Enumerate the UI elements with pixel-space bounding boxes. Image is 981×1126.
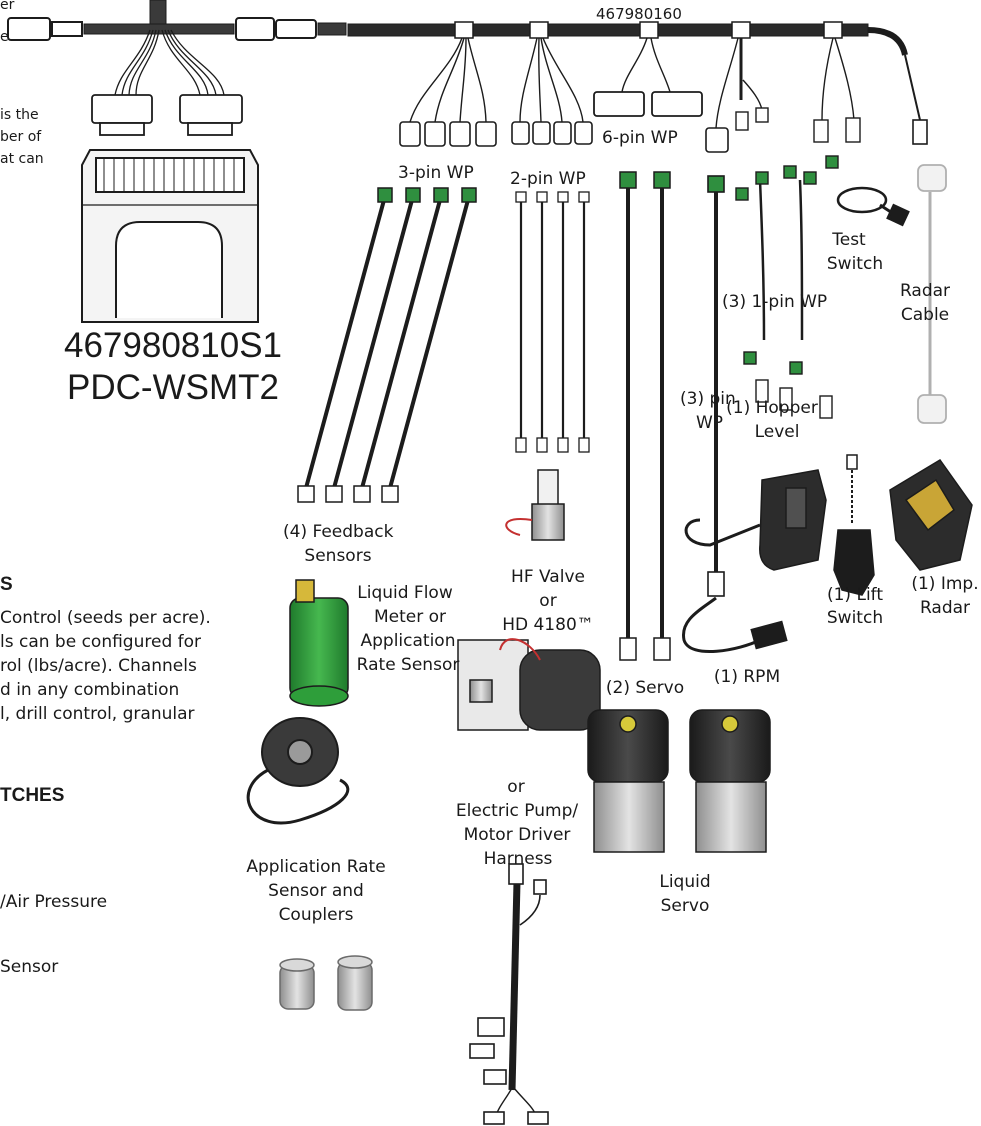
- rpm-sensor: [682, 596, 788, 654]
- six-pin-connectors: [593, 91, 703, 117]
- hopper-level-label-1: (1) Hopper: [726, 398, 818, 418]
- application-rate-sensor: [246, 717, 350, 825]
- flow-meter-label-3: Application: [360, 631, 456, 651]
- left-top-text-4: ber of: [0, 129, 42, 145]
- test-switch-label-2: Switch: [826, 254, 884, 274]
- two-pin-plugs: [515, 191, 590, 453]
- module-name: PDC-WSMT2: [67, 368, 279, 407]
- radar-connector: [904, 54, 928, 145]
- module-part-number: 467980810S1: [64, 326, 282, 365]
- left-paragraph-line-1: Control (seeds per acre).: [0, 608, 211, 628]
- app-rate-label-1: Application Rate: [246, 857, 386, 877]
- one-pin-label: (3) 1-pin WP: [722, 292, 828, 312]
- electric-pump: [457, 638, 601, 731]
- app-rate-label-3: Couplers: [278, 905, 354, 925]
- one-pin-branch: [735, 38, 839, 419]
- lift-switch-label-1: (1) Lift: [826, 585, 884, 605]
- three-pin-branch-wires: [409, 37, 487, 123]
- left-section-heading-1: S: [0, 574, 13, 595]
- six-pin-branch: [621, 37, 671, 93]
- servo-cables: [626, 186, 664, 640]
- left-top-text-2: e: [0, 29, 9, 45]
- six-pin-label: 6-pin WP: [602, 128, 678, 148]
- servo-plugs: [619, 171, 671, 661]
- left-paragraph-line-4: d in any combination: [0, 680, 180, 700]
- liquid-servo-label-2: Servo: [660, 896, 710, 916]
- two-pin-cables: [519, 200, 586, 440]
- two-pin-label: 2-pin WP: [510, 169, 586, 189]
- two-pin-connectors-top: [511, 121, 593, 145]
- test-switch: [836, 186, 910, 227]
- feedback-sensors-label-1: (4) Feedback: [283, 522, 394, 542]
- imp-radar-label-1: (1) Imp.: [911, 574, 979, 594]
- flow-meter-label-1: Liquid Flow: [357, 583, 453, 603]
- left-top-text-1: er: [0, 0, 15, 13]
- motor-driver-harness: [469, 863, 549, 1125]
- main-harness: [7, 0, 908, 56]
- lift-switch: [833, 454, 875, 596]
- hopper-level-label-2: Level: [754, 422, 800, 442]
- feedback-sensors-label-2: Sensors: [304, 546, 372, 566]
- three-pin-b-branch: [705, 37, 739, 597]
- couplers: [279, 955, 373, 1011]
- hf-valve-label-1: HF Valve: [511, 567, 585, 587]
- radar-cable-label-1: Radar: [899, 281, 951, 301]
- imp-radar-label-2: Radar: [919, 598, 971, 618]
- liquid-flow-meter: [289, 579, 349, 707]
- harness-part-number: 467980160: [596, 5, 682, 23]
- rpm-label: (1) RPM: [713, 667, 781, 687]
- left-item-2: Sensor: [0, 957, 59, 977]
- hopper-level-sensor: [684, 469, 827, 571]
- pump-label-3: Motor Driver: [463, 825, 571, 845]
- two-pin-branch-wires: [519, 37, 584, 123]
- feedback-sensor-cables: [304, 199, 470, 489]
- left-top-text-3: is the: [0, 107, 39, 123]
- right-branch: [813, 37, 861, 143]
- left-paragraph-line-5: l, drill control, granular: [0, 704, 195, 724]
- lift-switch-label-2: Switch: [826, 608, 884, 628]
- left-section-heading-2: TCHES: [0, 785, 65, 806]
- flow-meter-label-4: Rate Sensor: [356, 655, 460, 675]
- imp-radar: [889, 458, 973, 571]
- hf-valve: [505, 469, 565, 541]
- three-pin-label: 3-pin WP: [398, 163, 474, 183]
- hf-valve-label-3: HD 4180™: [502, 615, 594, 635]
- left-top-text-5: at can: [0, 151, 44, 167]
- three-pin-connectors-top: [399, 121, 497, 147]
- pump-label-2: Electric Pump/: [455, 801, 579, 821]
- left-paragraph-line-2: ls can be configured for: [0, 632, 202, 652]
- control-module: [81, 149, 259, 323]
- app-rate-label-2: Sensor and: [268, 881, 364, 901]
- left-paragraph-line-3: rol (lbs/acre). Channels: [0, 656, 197, 676]
- flow-meter-label-2: Meter or: [373, 607, 447, 627]
- three-pin-b-label-1: (3) pin: [680, 389, 736, 409]
- liquid-servo-label-1: Liquid: [659, 872, 711, 892]
- liquid-servo-valves: [587, 709, 771, 853]
- radar-cable: [917, 164, 947, 424]
- hf-valve-label-2: or: [539, 591, 557, 611]
- pump-label-1: or: [507, 777, 525, 797]
- three-pin-b-label-2: WP: [696, 413, 724, 433]
- module-harness-branch: [114, 29, 225, 96]
- feedback-sensor-plugs: [297, 187, 477, 503]
- left-item-1: /Air Pressure: [0, 892, 108, 912]
- servo-label: (2) Servo: [605, 678, 685, 698]
- radar-cable-label-2: Cable: [900, 305, 950, 325]
- test-switch-label-1: Test: [832, 230, 866, 250]
- module-connectors: [91, 94, 243, 136]
- pump-label-4: Harness: [483, 849, 553, 869]
